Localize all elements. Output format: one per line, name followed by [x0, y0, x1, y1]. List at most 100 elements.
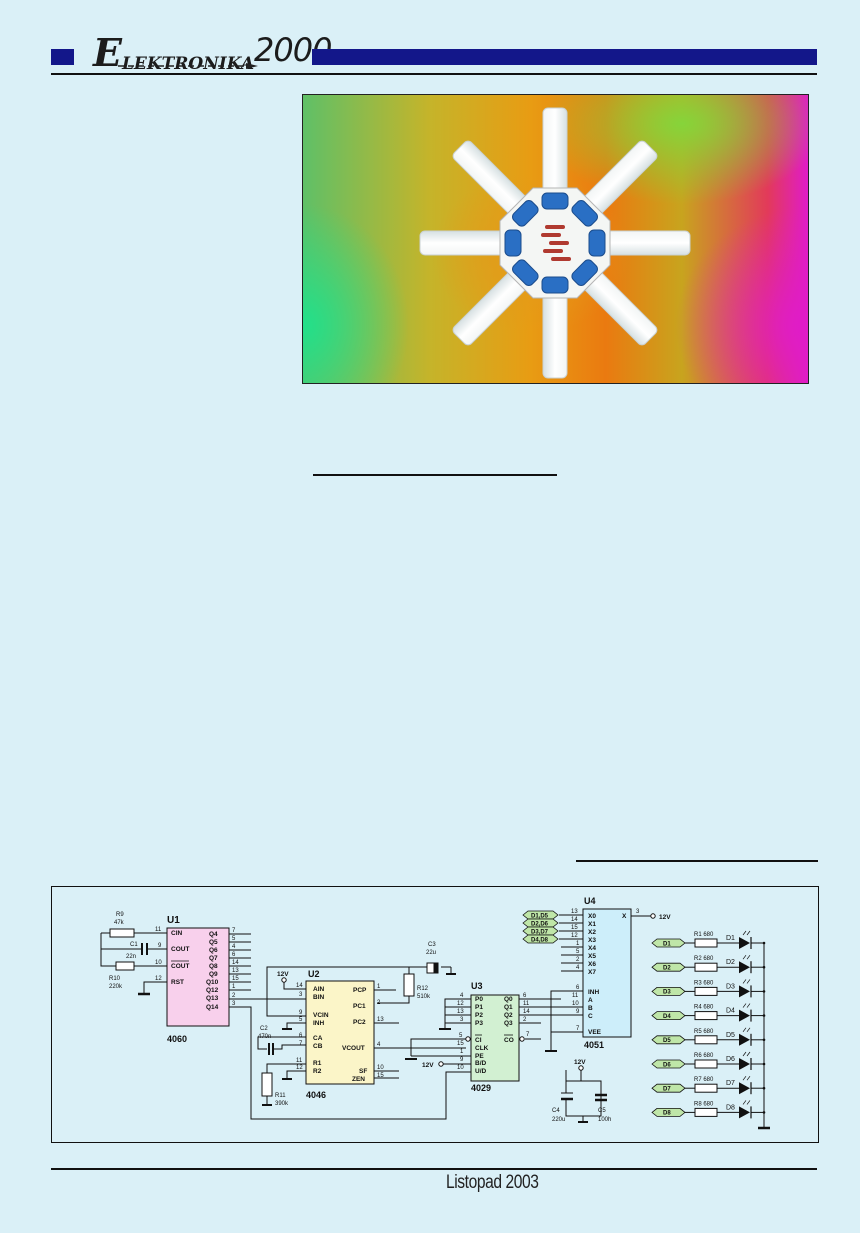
svg-text:220k: 220k — [109, 984, 123, 990]
svg-text:R2 680: R2 680 — [694, 956, 714, 962]
svg-text:D1: D1 — [726, 935, 735, 942]
logo-text: LEKTRONIKA — [121, 54, 255, 74]
led-row: D7 R7 680 D7 — [651, 1075, 766, 1095]
svg-text:RST: RST — [171, 979, 184, 986]
svg-text:Q2: Q2 — [504, 1012, 513, 1019]
svg-text:3: 3 — [232, 1001, 236, 1007]
svg-text:U/D: U/D — [475, 1068, 487, 1075]
svg-text:R1 680: R1 680 — [694, 932, 714, 938]
led-star-device-image — [419, 107, 691, 379]
svg-text:10: 10 — [457, 1065, 464, 1071]
svg-text:D6: D6 — [663, 1062, 671, 1068]
svg-text:INH: INH — [313, 1020, 325, 1027]
svg-text:AIN: AIN — [313, 986, 325, 993]
svg-text:14: 14 — [523, 1009, 530, 1015]
header-accent-block-right — [312, 49, 817, 65]
svg-text:4029: 4029 — [471, 1083, 491, 1093]
svg-text:4: 4 — [576, 965, 580, 971]
svg-text:PCP: PCP — [353, 987, 367, 994]
schematic-diagram: U1 4060 U2 4046 U3 4029 U4 4051 CIN COUT… — [100, 896, 770, 1130]
svg-text:X0: X0 — [588, 913, 596, 920]
magazine-logo: ELEKTRONIKA2000 — [93, 31, 332, 74]
svg-text:COUT: COUT — [171, 963, 189, 970]
svg-text:PC1: PC1 — [353, 1003, 366, 1010]
svg-text:4: 4 — [377, 1042, 381, 1048]
svg-text:R8 680: R8 680 — [694, 1101, 714, 1107]
svg-text:10: 10 — [155, 960, 162, 966]
capacitors — [504, 192, 606, 294]
svg-text:CO: CO — [504, 1037, 514, 1044]
svg-text:P2: P2 — [475, 1012, 483, 1019]
svg-text:Q13: Q13 — [206, 995, 219, 1002]
svg-text:3: 3 — [299, 992, 303, 998]
svg-text:C4: C4 — [552, 1108, 560, 1114]
svg-text:100h: 100h — [598, 1117, 611, 1123]
column-end-rule — [576, 860, 818, 862]
svg-text:D5: D5 — [726, 1032, 735, 1039]
svg-text:X4: X4 — [588, 945, 596, 952]
svg-text:CI: CI — [475, 1037, 482, 1044]
svg-text:9: 9 — [460, 1057, 464, 1063]
svg-text:D4,D8: D4,D8 — [531, 938, 549, 944]
svg-text:Q0: Q0 — [504, 996, 513, 1003]
svg-text:13: 13 — [571, 909, 578, 915]
svg-text:10: 10 — [572, 1001, 579, 1007]
svg-text:12V: 12V — [574, 1059, 586, 1066]
svg-text:15: 15 — [571, 925, 578, 931]
svg-text:14: 14 — [296, 983, 303, 989]
svg-text:2: 2 — [523, 1017, 527, 1023]
svg-text:510k: 510k — [417, 994, 431, 1000]
svg-text:14: 14 — [571, 917, 578, 923]
svg-text:7: 7 — [576, 1026, 580, 1032]
svg-text:1: 1 — [232, 984, 236, 990]
svg-text:12V: 12V — [659, 914, 671, 921]
svg-text:6: 6 — [232, 952, 236, 958]
u1-ref: U1 — [167, 915, 180, 926]
svg-text:5: 5 — [299, 1017, 303, 1023]
svg-text:15: 15 — [232, 976, 239, 982]
svg-text:6: 6 — [576, 985, 580, 991]
svg-text:4060: 4060 — [167, 1034, 187, 1044]
svg-text:X5: X5 — [588, 953, 596, 960]
mux-tag: D2,D6 — [522, 918, 559, 928]
svg-text:6: 6 — [523, 993, 527, 999]
svg-text:5: 5 — [459, 1033, 463, 1039]
svg-text:Q6: Q6 — [209, 947, 218, 954]
logo-arrow-icon — [118, 63, 258, 69]
svg-text:D3,D7: D3,D7 — [531, 930, 549, 936]
svg-text:Q8: Q8 — [209, 963, 218, 970]
svg-text:12: 12 — [457, 1001, 464, 1007]
svg-text:X3: X3 — [588, 937, 596, 944]
svg-text:U3: U3 — [471, 981, 483, 991]
led-row: D1 R1 680 D1 — [651, 930, 766, 949]
svg-text:A: A — [588, 997, 593, 1004]
svg-text:47k: 47k — [114, 920, 125, 926]
chip-u3 — [470, 994, 520, 1082]
svg-text:Q14: Q14 — [206, 1004, 219, 1011]
svg-text:X2: X2 — [588, 929, 596, 936]
svg-text:R6 680: R6 680 — [694, 1053, 714, 1059]
svg-text:12V: 12V — [277, 971, 289, 978]
svg-text:Q7: Q7 — [209, 955, 218, 962]
svg-text:D2: D2 — [726, 959, 735, 966]
svg-text:C3: C3 — [428, 942, 436, 948]
svg-text:X6: X6 — [588, 961, 596, 968]
header-rule — [51, 73, 817, 75]
mux-tag: D3,D7 — [522, 926, 559, 936]
svg-text:1: 1 — [460, 1049, 464, 1055]
product-photo — [302, 94, 809, 384]
svg-text:11: 11 — [523, 1001, 530, 1007]
chip-u4 — [582, 908, 632, 1038]
svg-text:D4: D4 — [663, 1014, 671, 1020]
svg-text:Q4: Q4 — [209, 931, 218, 938]
svg-text:INH: INH — [588, 989, 600, 996]
svg-text:12: 12 — [296, 1065, 303, 1071]
led-row: D6 R6 680 D6 — [651, 1051, 766, 1070]
led-row: D8 R8 680 D8 — [651, 1100, 766, 1119]
svg-text:R10: R10 — [109, 976, 121, 982]
svg-text:R4 680: R4 680 — [694, 1005, 714, 1011]
svg-text:11: 11 — [572, 993, 579, 999]
svg-text:C5: C5 — [598, 1108, 606, 1114]
svg-text:22n: 22n — [126, 954, 136, 960]
svg-text:R12: R12 — [417, 986, 429, 992]
